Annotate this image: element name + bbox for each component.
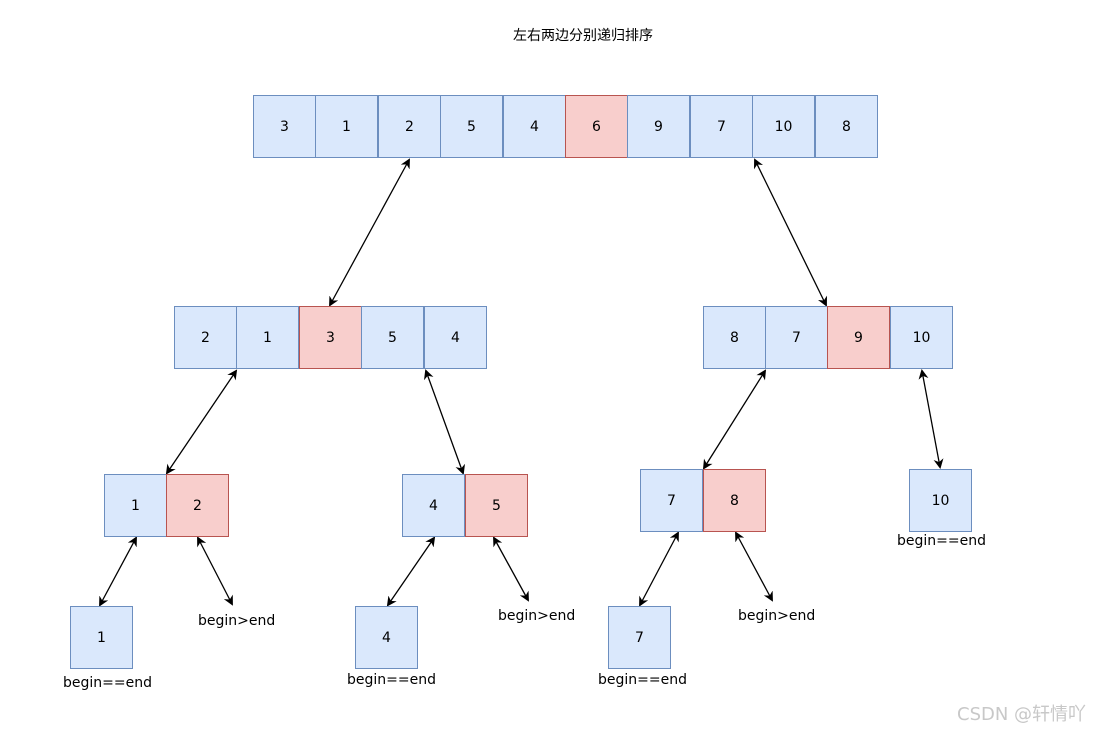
array-cell: 7 xyxy=(765,306,828,369)
base-case-label: begin==end xyxy=(347,672,436,688)
array-cell: 5 xyxy=(440,95,503,158)
arrow-right-rightright xyxy=(918,369,944,469)
arrow-to-leaf-1 xyxy=(99,536,137,607)
arrow-left-leftright xyxy=(424,369,465,475)
pivot-cell: 9 xyxy=(827,306,890,369)
array-cell: 10 xyxy=(909,469,972,532)
array-cell: 7 xyxy=(640,469,703,532)
array-cell: 4 xyxy=(402,474,465,537)
array-cell: 5 xyxy=(361,306,424,369)
array-cell: 4 xyxy=(503,95,566,158)
pivot-cell: 8 xyxy=(703,469,766,532)
leaf-cell: 1 xyxy=(70,606,133,669)
array-cell: 1 xyxy=(236,306,299,369)
arrow-right-rightleft xyxy=(702,369,767,470)
watermark: CSDN @轩情吖 xyxy=(957,704,1087,725)
pivot-cell: 3 xyxy=(299,306,362,369)
base-case-label: begin==end xyxy=(63,675,152,691)
diagram-title: 左右两边分别递归排序 xyxy=(513,28,653,44)
array-cell: 2 xyxy=(378,95,441,158)
pivot-cell: 5 xyxy=(465,474,528,537)
empty-case-label: begin>end xyxy=(198,613,276,629)
array-cell: 3 xyxy=(253,95,316,158)
arrow-root-right xyxy=(754,158,827,307)
arrow-to-begin-gt-end-3 xyxy=(735,531,773,602)
array-cell: 8 xyxy=(815,95,878,158)
arrow-left-leftleft xyxy=(165,369,238,475)
leaf-cell: 7 xyxy=(608,606,671,669)
array-cell: 1 xyxy=(315,95,378,158)
empty-case-label: begin>end xyxy=(738,608,816,624)
base-case-label: begin==end xyxy=(598,672,687,688)
array-cell: 10 xyxy=(890,306,953,369)
pivot-cell: 2 xyxy=(166,474,229,537)
empty-case-label: begin>end xyxy=(498,608,576,624)
array-cell: 8 xyxy=(703,306,766,369)
array-cell: 4 xyxy=(424,306,487,369)
array-cell: 9 xyxy=(627,95,690,158)
array-cell: 10 xyxy=(752,95,815,158)
array-cell: 2 xyxy=(174,306,237,369)
arrow-root-left xyxy=(329,158,410,307)
pivot-cell: 6 xyxy=(565,95,628,158)
array-cell: 7 xyxy=(690,95,753,158)
arrow-to-begin-gt-end-1 xyxy=(197,536,233,606)
leaf-cell: 4 xyxy=(355,606,418,669)
arrow-to-leaf-7 xyxy=(639,531,679,607)
array-cell: 1 xyxy=(104,474,167,537)
arrow-to-leaf-4 xyxy=(386,536,436,607)
arrow-to-begin-gt-end-2 xyxy=(493,536,529,602)
base-case-label: begin==end xyxy=(897,533,986,549)
